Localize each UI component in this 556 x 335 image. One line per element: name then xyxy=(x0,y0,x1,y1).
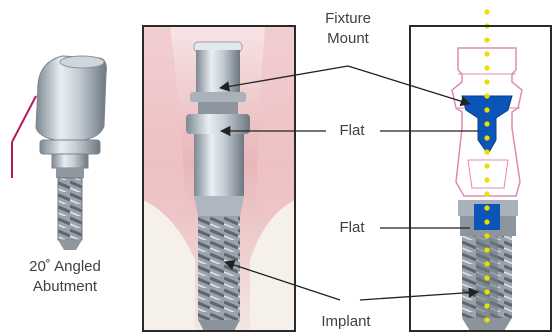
abutment-label-line2: Abutment xyxy=(0,278,130,296)
abutment-label-line1: 20˚ Angled xyxy=(0,258,130,276)
flat-label-upper: Flat xyxy=(332,122,372,140)
flat-label-lower: Flat xyxy=(332,219,372,237)
angled-abutment-icon xyxy=(12,56,106,250)
angle-line xyxy=(12,96,36,142)
implant-photo-panel xyxy=(143,26,295,331)
fixture-mount-label-line2: Mount xyxy=(298,30,398,48)
implant-schematic-panel xyxy=(410,9,551,331)
implant-label: Implant xyxy=(306,313,386,331)
fixture-mount-label-line1: Fixture xyxy=(298,10,398,28)
